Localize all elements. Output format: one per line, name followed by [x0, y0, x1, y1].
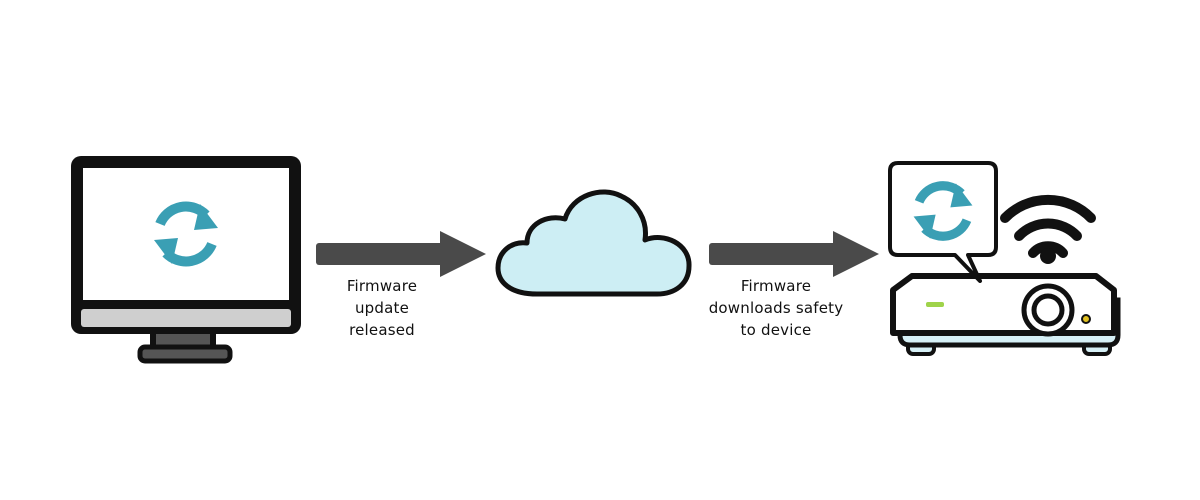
speech-bubble — [888, 161, 998, 283]
caption-line: Firmware — [740, 277, 812, 295]
cloud-icon — [495, 189, 692, 297]
device-status-light — [926, 302, 944, 307]
caption-line: released — [349, 321, 415, 339]
projector-icon — [890, 273, 1121, 356]
caption-line: update — [354, 299, 410, 317]
arrow-cloud-to-device — [709, 231, 879, 277]
monitor-icon — [71, 156, 301, 364]
caption-line: to device — [740, 321, 812, 339]
step-caption-released: Firmware update released — [292, 275, 472, 341]
device-indicator-light — [1081, 314, 1091, 324]
monitor-foot — [137, 344, 233, 364]
monitor-chin — [81, 309, 291, 327]
caption-line: downloads safety — [708, 299, 844, 317]
step-caption-downloads: Firmware downloads safety to device — [686, 275, 866, 341]
monitor-screen — [83, 168, 289, 300]
caption-line: Firmware — [346, 277, 418, 295]
projector-lens — [1021, 283, 1075, 337]
wifi-icon — [1000, 194, 1096, 264]
arrow-monitor-to-cloud — [316, 231, 486, 277]
